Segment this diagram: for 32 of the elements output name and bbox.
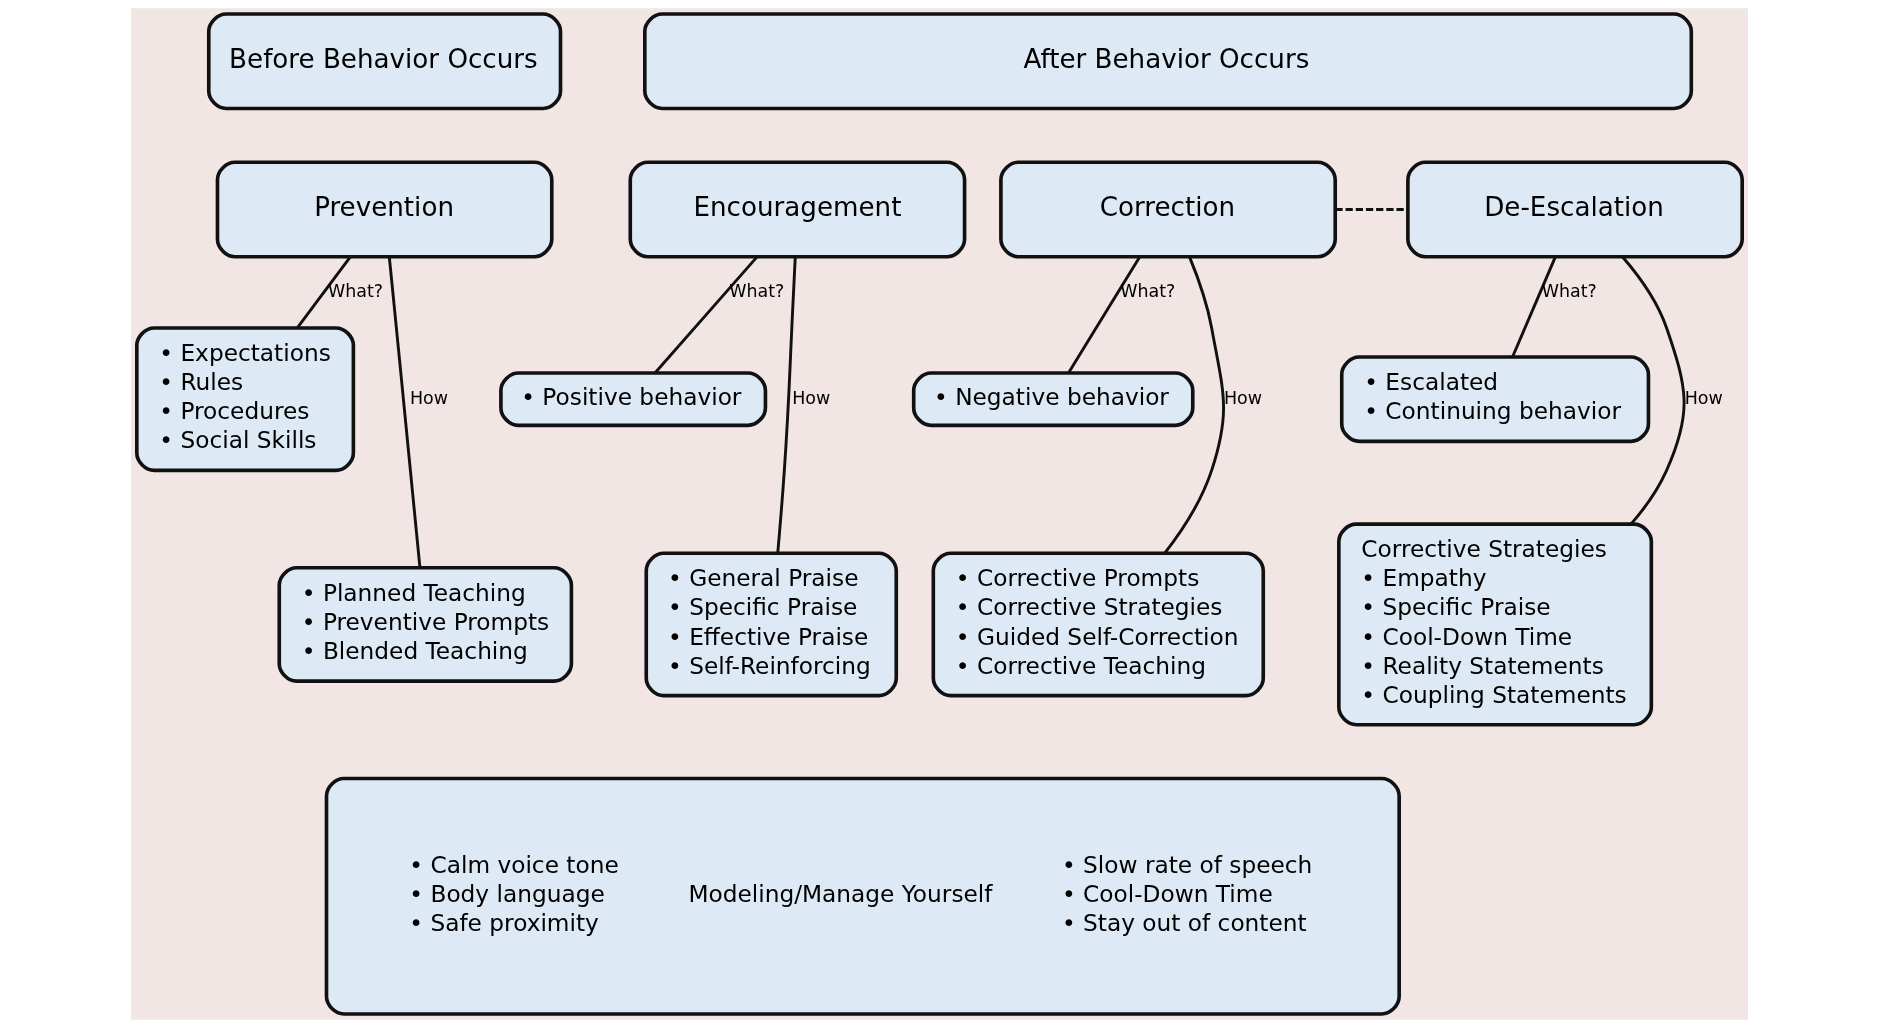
connector — [1510, 256, 1557, 358]
node-box: • Corrective Prompts • Corrective Strategies • Guided Self-Correction • Corrective Teaching — [931, 551, 1265, 698]
node-box: Prevention — [215, 160, 554, 259]
connector — [1066, 256, 1141, 374]
edge-label: What? — [1119, 280, 1175, 301]
node-box: • Positive behavior — [498, 371, 767, 428]
edge-label: What? — [327, 280, 383, 301]
node-box: • Escalated • Continuing behavior — [1339, 355, 1650, 444]
connector — [387, 256, 421, 568]
edge-label: What? — [728, 280, 784, 301]
connector — [1621, 256, 1685, 526]
node-box: • Expectations • Rules • Procedures • Social Skills — [134, 326, 355, 473]
node-box: Before Behavior Occurs — [206, 12, 562, 111]
node-box: Encouragement — [627, 160, 966, 259]
node-box: • General Praise • Specific Praise • Effective Praise • Self-Reinforcing — [643, 551, 898, 698]
edge-label: How — [1684, 387, 1723, 408]
connector — [1163, 256, 1225, 555]
connector — [296, 256, 351, 329]
node-box: • Calm voice tone • Body language • Safe proximity Modeling/Manage Yourself • Slow rate of speech • Cool-Down Time • Stay out of content — [324, 776, 1401, 1016]
edge-label: What? — [1541, 280, 1597, 301]
node-box: • Negative behavior — [911, 371, 1195, 428]
connector — [653, 256, 758, 374]
connector — [775, 257, 797, 554]
node-box: Corrective Strategies • Empathy • Specific Praise • Cool-Down Time • Reality Statements • Coupling Statements — [1336, 522, 1653, 727]
edge-label: How — [1223, 387, 1262, 408]
node-box: Correction — [998, 160, 1337, 259]
node-box: • Planned Teaching • Preventive Prompts • Blended Teaching — [276, 565, 573, 683]
connector — [1334, 208, 1407, 211]
node-box: De-Escalation — [1405, 160, 1744, 259]
node-box: After Behavior Occurs — [642, 12, 1693, 111]
edge-label: How — [409, 387, 448, 408]
edge-label: How — [791, 387, 830, 408]
